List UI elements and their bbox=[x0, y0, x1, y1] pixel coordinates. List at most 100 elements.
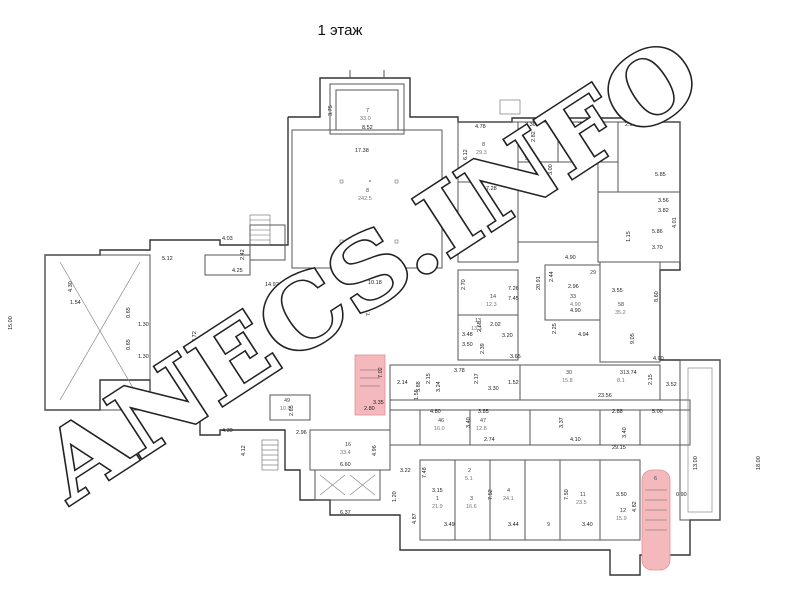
dimension: 20.91 bbox=[536, 276, 542, 290]
dimension: 5.85 bbox=[655, 172, 666, 178]
room-number: 3 bbox=[470, 496, 473, 502]
dimension: 0.90 bbox=[676, 492, 687, 498]
elevator-x4 bbox=[349, 474, 376, 496]
dimension: 2.17 bbox=[474, 373, 480, 384]
room-number: 14 bbox=[490, 294, 496, 300]
room-area: 21.9 bbox=[432, 504, 443, 510]
dimension: 6.12 bbox=[463, 149, 469, 160]
room-area: 12.3 bbox=[486, 302, 497, 308]
dimension: 15.03 bbox=[443, 215, 449, 229]
elevator-block bbox=[314, 469, 381, 501]
dimension: 9.05 bbox=[630, 333, 636, 344]
dimension: 1.55 bbox=[414, 389, 420, 400]
dimension: 4.25 bbox=[232, 268, 243, 274]
dimension: 10.18 bbox=[368, 280, 382, 286]
dimension: 1.30 bbox=[138, 354, 149, 360]
dimension: 2.68 bbox=[477, 321, 483, 332]
dimension: 2.39 bbox=[480, 343, 486, 354]
room-area: 29.3 bbox=[476, 150, 487, 156]
col-4 bbox=[394, 239, 399, 244]
dimension: 5.03 bbox=[525, 156, 536, 162]
dimension: 2.02 bbox=[490, 322, 501, 328]
dimension: 7.38 bbox=[366, 305, 372, 316]
dimension: 0.65 bbox=[126, 307, 132, 318]
dimension: 3.20 bbox=[502, 333, 513, 339]
room-labels: 7 33.0 8 242.5 8 29.3 16 33.4 49 10.0 46… bbox=[280, 108, 657, 528]
room-number: 30 bbox=[566, 370, 572, 376]
dimension: 2.96 bbox=[568, 284, 579, 290]
dimension: 4.80 bbox=[430, 409, 441, 415]
dimension: 3.85 bbox=[478, 409, 489, 415]
dimension: 2.96 bbox=[296, 430, 307, 436]
dimension: 3.56 bbox=[658, 198, 669, 204]
room-number: 31 bbox=[620, 370, 626, 376]
dimension: 4.87 bbox=[412, 513, 418, 524]
dimension: 6.37 bbox=[340, 510, 351, 516]
stair-top bbox=[499, 99, 521, 115]
dimension: 4.30 bbox=[68, 281, 74, 292]
dimension: 1.52 bbox=[508, 380, 519, 386]
dimension: 3.82 bbox=[658, 208, 669, 214]
dimension: 4.01 bbox=[672, 217, 678, 228]
dimension: 4.82 bbox=[632, 501, 638, 512]
dimension: 3.24 bbox=[436, 381, 442, 392]
dimension: 0.65 bbox=[126, 339, 132, 350]
dimension: 13.00 bbox=[693, 456, 699, 470]
dimension: 3.48 bbox=[462, 332, 473, 338]
dimension: 1.20 bbox=[392, 491, 398, 502]
room-row-365-2 bbox=[519, 364, 661, 401]
dimension: 3.40 bbox=[582, 522, 593, 528]
dimension: 3.22 bbox=[400, 468, 411, 474]
dimension-labels: 3.75 8.52 4.78 2.36 2.82 3.82 2.53 17.38… bbox=[8, 105, 762, 528]
room-area: 15.8 bbox=[562, 378, 573, 384]
dimension: 2.44 bbox=[549, 271, 555, 282]
dimension: 3.75 bbox=[328, 105, 334, 116]
room-area: 33.0 bbox=[360, 116, 371, 122]
room-number: 12 bbox=[620, 508, 626, 514]
dimension: 3.50 bbox=[616, 492, 627, 498]
room-number: 9 bbox=[547, 522, 550, 528]
dimension: 3.15 bbox=[432, 488, 443, 494]
dimension: 3.37 bbox=[559, 417, 565, 428]
room-area: 12.8 bbox=[476, 426, 487, 432]
dimension: 2.80 bbox=[364, 406, 375, 412]
dimension: 7.28 bbox=[486, 186, 497, 192]
col-1 bbox=[339, 179, 344, 184]
room-14 bbox=[457, 269, 519, 316]
room-area: 35.2 bbox=[615, 310, 626, 316]
room-number: 47 bbox=[480, 418, 486, 424]
room-number: 58 bbox=[618, 302, 624, 308]
col-3 bbox=[339, 239, 344, 244]
dimension: 5.86 bbox=[652, 229, 663, 235]
dimension: 4.78 bbox=[475, 124, 486, 130]
dimension: 6.60 bbox=[340, 462, 351, 468]
dimension: 2.42 bbox=[240, 249, 246, 260]
dimension: 4.96 bbox=[372, 445, 378, 456]
room-west-small bbox=[204, 254, 251, 276]
dimension: 7.02 bbox=[378, 367, 384, 378]
top-bay bbox=[329, 83, 405, 135]
room-area: 16.6 bbox=[466, 504, 477, 510]
dimension: 8.60 bbox=[654, 291, 660, 302]
dimension: 3.30 bbox=[488, 386, 499, 392]
room-row-410 bbox=[389, 409, 691, 446]
room-number: 11 bbox=[580, 492, 586, 498]
dimension: 3.88 bbox=[416, 381, 422, 392]
room-number: 2 bbox=[468, 468, 471, 474]
highlight-stairwell bbox=[354, 354, 386, 416]
dimension: 3.40 bbox=[622, 427, 628, 438]
dimension: 2.53 bbox=[625, 122, 636, 128]
room-number: 1 bbox=[436, 496, 439, 502]
east-wing bbox=[679, 359, 721, 521]
elevator-x2 bbox=[319, 474, 346, 496]
room-area: 23.5 bbox=[576, 500, 587, 506]
dimension: 7.48 bbox=[422, 467, 428, 478]
dimension: 1.54 bbox=[70, 300, 81, 306]
west-wing bbox=[44, 254, 151, 411]
room-number: 29 bbox=[590, 270, 596, 276]
dimension: 3.40 bbox=[466, 417, 472, 428]
dimension: 7.50 bbox=[564, 489, 570, 500]
room-number: 46 bbox=[438, 418, 444, 424]
dimension: 5.12 bbox=[162, 256, 173, 262]
dimension: 23.56 bbox=[598, 393, 612, 399]
